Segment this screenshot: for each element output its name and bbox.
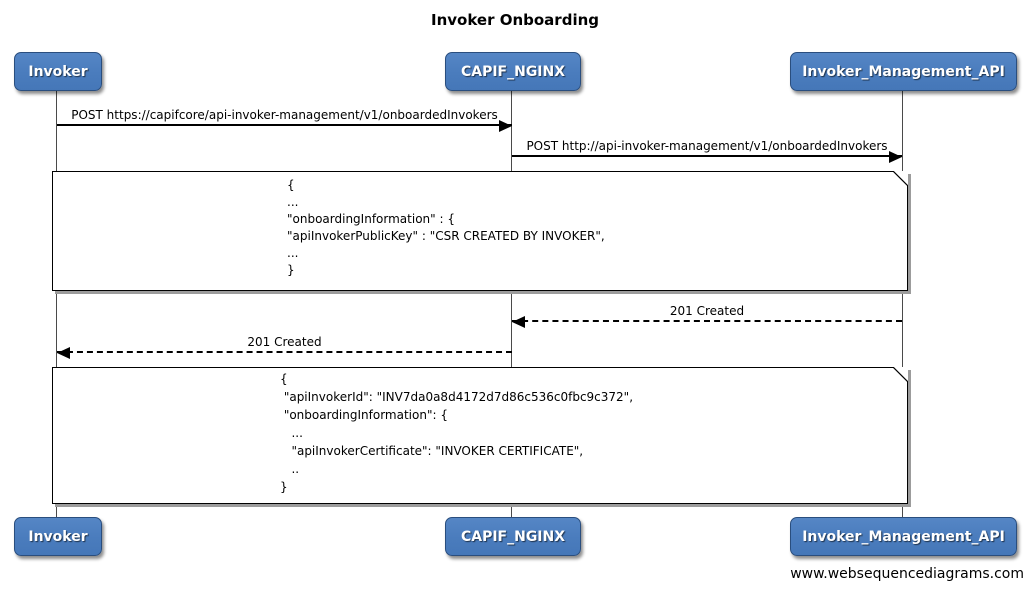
message-label: 201 Created — [247, 335, 322, 349]
actor-capif-nginx-top: CAPIF_NGINX — [445, 52, 581, 91]
actor-invoker-top: Invoker — [14, 52, 102, 91]
lifeline-capif-nginx — [511, 91, 512, 517]
arrowhead-left-icon — [512, 316, 525, 328]
message-label: 201 Created — [669, 304, 745, 318]
actor-invoker-management-api-bottom: Invoker_Management_API — [790, 517, 1017, 556]
message-post-capifcore: POST https://capifcore/api-invoker-manag… — [57, 107, 512, 132]
message-201-created-to-invoker: 201 Created — [57, 334, 512, 359]
websequencediagrams-watermark: www.websequencediagrams.com — [790, 566, 1024, 582]
note-fold-corner-icon — [892, 366, 909, 383]
note-text: { ... "onboardingInformation" : { "apiIn… — [287, 178, 605, 277]
note-onboarding-request-body: { ... "onboardingInformation" : { "apiIn… — [52, 170, 909, 291]
message-201-created-to-capif: 201 Created — [512, 303, 902, 328]
lifeline-invoker-management-api — [902, 91, 903, 517]
message-label: POST http://api-invoker-management/v1/on… — [526, 139, 888, 153]
solid-arrow-line — [512, 151, 902, 163]
note-fold-corner-icon — [892, 170, 909, 187]
dashed-arrow-line — [512, 316, 902, 328]
actor-label: Invoker_Management_API — [802, 528, 1005, 545]
note-onboarding-response-body: { "apiInvokerId": "INV7da0a8d4172d7d86c5… — [52, 366, 909, 504]
actor-label: Invoker_Management_API — [802, 63, 1005, 80]
solid-arrow-line — [57, 120, 512, 132]
arrowhead-right-icon — [499, 120, 512, 132]
lifeline-invoker — [56, 91, 57, 517]
actor-label: CAPIF_NGINX — [460, 528, 566, 545]
actor-label: Invoker — [28, 528, 88, 545]
actor-capif-nginx-bottom: CAPIF_NGINX — [445, 517, 581, 556]
dashed-arrow-line — [57, 347, 512, 359]
arrowhead-right-icon — [889, 151, 902, 163]
actor-label: CAPIF_NGINX — [460, 63, 566, 80]
message-post-invoker-management: POST http://api-invoker-management/v1/on… — [512, 138, 902, 163]
arrowhead-left-icon — [57, 347, 70, 359]
diagram-title: Invoker Onboarding — [431, 11, 599, 29]
message-label: POST https://capifcore/api-invoker-manag… — [71, 108, 498, 122]
actor-invoker-bottom: Invoker — [14, 517, 102, 556]
actor-invoker-management-api-top: Invoker_Management_API — [790, 52, 1017, 91]
note-text: { "apiInvokerId": "INV7da0a8d4172d7d86c5… — [280, 372, 634, 494]
actor-label: Invoker — [28, 63, 88, 80]
